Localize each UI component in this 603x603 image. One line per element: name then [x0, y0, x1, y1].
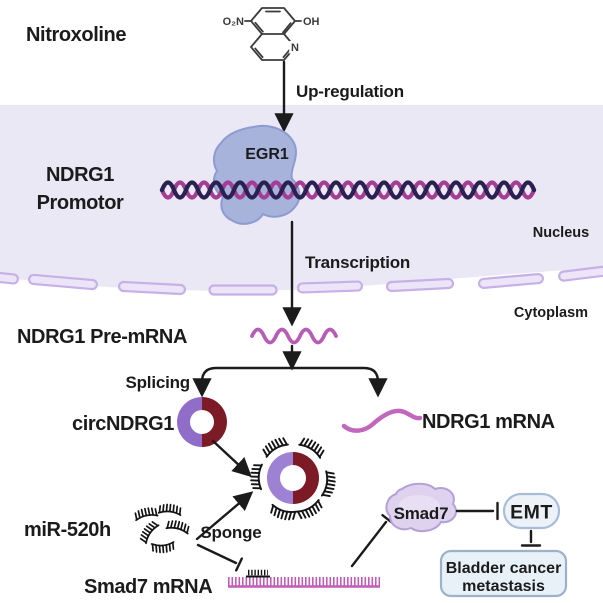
mirna-comb-icon [133, 505, 159, 522]
metastasis-label-line2: metastasis [462, 578, 545, 595]
sponge-complex-ring [249, 434, 338, 523]
up-regulation-label: Up-regulation [296, 82, 404, 101]
bound-mirna-on-mrna-icon [246, 569, 270, 578]
ndrg1-promoter-label-line2: Promotor [37, 192, 124, 214]
mir520h-label: miR-520h [24, 519, 111, 541]
egr1-label: EGR1 [245, 146, 289, 163]
mirna-comb-icon [150, 541, 176, 555]
bound-mirna-comb-icon [295, 499, 325, 522]
membrane-capsule [208, 284, 278, 296]
bound-mirna-comb-icon [268, 503, 298, 523]
membrane-capsule [117, 280, 187, 296]
bound-mirna-comb-icon [320, 470, 338, 499]
emt-label: EMT [510, 502, 553, 524]
pre-mrna-squiggle [250, 327, 338, 345]
emt-pill [502, 492, 561, 530]
ndrg1-mrna-label: NDRG1 mRNA [422, 411, 555, 433]
membrane-capsule [0, 269, 19, 285]
dna-helix [159, 180, 537, 200]
ndrg1-mrna-squiggle [341, 408, 423, 433]
ndrg1-promoter-label-line1: NDRG1 [46, 164, 114, 186]
splice-branch-left-arrow [192, 366, 294, 398]
mirna-comb-icon [165, 518, 191, 535]
pre-mrna-label: NDRG1 Pre-mRNA [17, 326, 187, 348]
smad7-blob [385, 482, 458, 533]
smad7-mrna-label: Smad7 mRNA [84, 576, 212, 598]
smad7-to-emt-inhibit [455, 501, 499, 521]
smad7-label: Smad7 [394, 504, 449, 523]
circndrg1-ring [177, 397, 227, 447]
mir520h-cluster [133, 502, 191, 555]
bound-mirna-comb-icon [249, 463, 263, 491]
metastasis-label-line1: Bladder cancer [446, 560, 562, 577]
smad7-mrna-comb [228, 577, 380, 588]
egr1-protein-blob [212, 124, 301, 225]
hydroxyl-group-label: OH [303, 16, 320, 28]
sponge-label: Sponge [200, 523, 261, 542]
membrane-capsule [558, 264, 603, 282]
smad7mrna-to-smad7-inhibit [350, 514, 395, 568]
mir-to-smad7mrna-inhibit [196, 543, 244, 572]
mirna-comb-icon [157, 502, 183, 516]
membrane-capsule [28, 273, 98, 291]
nucleus-label: Nucleus [533, 225, 589, 241]
ring-nitrogen-label: N [291, 42, 299, 54]
splicing-label: Splicing [125, 373, 190, 392]
cytoplasm-label: Cytoplasm [514, 305, 588, 321]
sponge-arrow [195, 491, 254, 541]
membrane-capsule [385, 277, 455, 293]
membrane-capsule [296, 280, 364, 294]
nitroxoline-label: Nitroxoline [26, 24, 126, 46]
transcription-label: Transcription [305, 253, 410, 272]
nitroxoline-structure: O₂N OH N [223, 7, 320, 61]
nitro-group-label: O₂N [223, 16, 244, 28]
splice-branch-right-arrow [290, 366, 388, 398]
circ-to-complex-arrow [211, 439, 252, 478]
emt-to-metastasis-inhibit [520, 529, 542, 547]
nuclear-membrane [0, 264, 603, 296]
membrane-capsule [478, 273, 544, 289]
mirna-comb-icon [137, 519, 160, 545]
circndrg1-label: circNDRG1 [72, 413, 174, 435]
metastasis-box [439, 549, 568, 598]
